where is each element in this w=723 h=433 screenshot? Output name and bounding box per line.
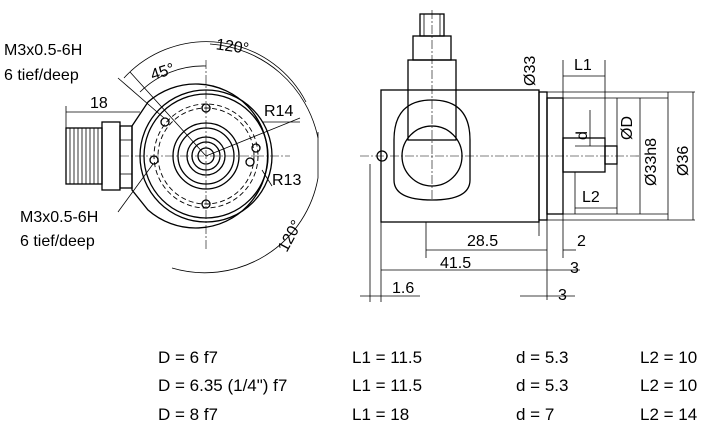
dia-d-label: ØD <box>619 116 636 140</box>
table-cell-d: d = 7 <box>516 405 555 424</box>
table-row: D = 6 f7 L1 = 11.5 d = 5.3 L2 = 10 <box>0 347 723 369</box>
dim-3b-label: 3 <box>558 287 567 304</box>
dim-41-5-label: 41.5 <box>440 255 471 272</box>
d33h8-label: Ø33h8 <box>643 138 660 186</box>
thread-bottom-label: M3x0.5-6H <box>20 209 98 226</box>
dim-3a-label: 3 <box>570 260 579 277</box>
angle-45-label: 45° <box>149 60 177 84</box>
dim-28-5-label: 28.5 <box>467 233 498 250</box>
table-cell-l2: L2 = 10 <box>640 348 698 367</box>
table-cell-dia: D = 6.35 (1/4") f7 <box>158 376 288 395</box>
table-cell-l1: L1 = 11.5 <box>352 376 423 395</box>
thread-top-label: M3x0.5-6H <box>4 42 82 59</box>
depth-top-label: 6 tief/deep <box>4 67 79 84</box>
angle-120-top-label: 120° <box>215 36 250 57</box>
table-cell-d: d = 5.3 <box>516 376 569 395</box>
side-view <box>360 10 695 302</box>
dim-18-label: 18 <box>90 95 108 112</box>
dim-1-6-label: 1.6 <box>392 280 414 297</box>
table-cell-l1: L1 = 11.5 <box>352 348 423 367</box>
r14-label: R14 <box>264 103 293 120</box>
table-row: D = 8 f7 L1 = 18 d = 7 L2 = 14 <box>0 404 723 426</box>
table-cell-dia: D = 8 f7 <box>158 405 219 424</box>
d-label: d <box>574 131 591 140</box>
table-cell-l1: L1 = 18 <box>352 405 410 424</box>
l2-label: L2 <box>582 189 600 206</box>
table-cell-l2: L2 = 10 <box>640 376 698 395</box>
table-cell-d: d = 5.3 <box>516 348 569 367</box>
front-view <box>65 41 319 274</box>
table-cell-dia: D = 6 f7 <box>158 348 219 367</box>
r13-label: R13 <box>272 172 301 189</box>
d36-label: Ø36 <box>675 146 692 176</box>
dim-2-label: 2 <box>577 233 586 250</box>
d33-label: Ø33 <box>522 56 539 86</box>
angle-120-bottom-label: 120° <box>275 218 306 255</box>
table-cell-l2: L2 = 14 <box>640 405 698 424</box>
depth-bottom-label: 6 tief/deep <box>20 233 95 250</box>
table-row: D = 6.35 (1/4") f7 L1 = 11.5 d = 5.3 L2 … <box>0 375 723 397</box>
l1-label: L1 <box>574 57 592 74</box>
